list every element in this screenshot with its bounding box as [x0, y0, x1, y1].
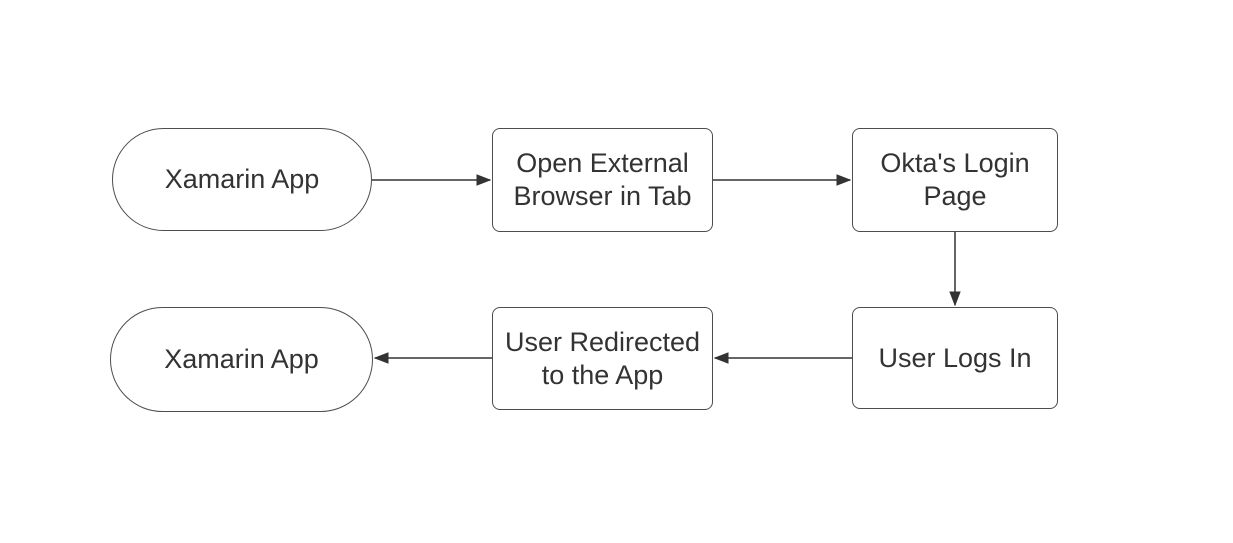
node-open-external-browser: Open External Browser in Tab — [492, 128, 713, 232]
node-user-redirected: User Redirected to the App — [492, 307, 713, 410]
node-label: Xamarin App — [164, 344, 319, 374]
node-user-logs-in: User Logs In — [852, 307, 1058, 409]
node-label: User Logs In — [878, 342, 1032, 373]
node-xamarin-app-start: Xamarin App — [112, 128, 372, 231]
node-okta-login-page: Okta's Login Page — [852, 128, 1058, 232]
node-label: User Redirected to the App — [504, 326, 701, 390]
node-label: Open External Browser in Tab — [513, 148, 692, 211]
node-label: Okta's Login Page — [880, 148, 1030, 211]
node-xamarin-app-end: Xamarin App — [110, 307, 373, 412]
node-label: Xamarin App — [164, 164, 320, 194]
